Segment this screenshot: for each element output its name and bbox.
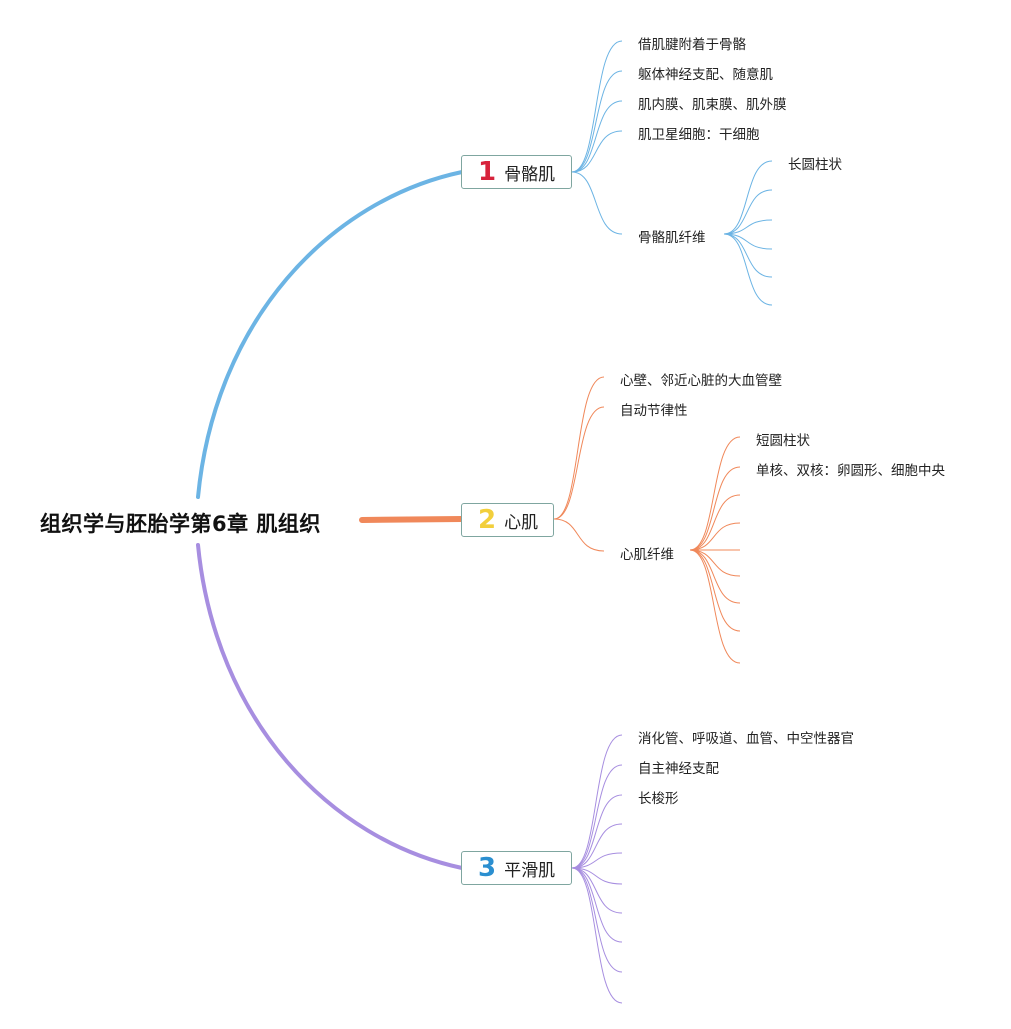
leaf-connector	[571, 867, 623, 943]
branch-label: 平滑肌	[504, 860, 556, 881]
connector-root-to-skeletal	[196, 170, 464, 499]
branch-skeletal-muscle[interactable]: 1 骨骼肌	[461, 155, 572, 189]
leaf-connector	[553, 376, 605, 520]
leaf-connector	[689, 549, 741, 577]
branch-smooth-muscle[interactable]: 3 平滑肌	[461, 851, 572, 885]
leaf-connector	[723, 160, 773, 235]
branch-number: 2	[478, 505, 497, 535]
branch-number: 1	[478, 157, 497, 187]
leaf-connector	[723, 219, 773, 235]
leaf-topic[interactable]: 肌内膜、肌束膜、肌外膜	[638, 97, 787, 113]
leaf-connector	[689, 522, 741, 551]
leaf-connector	[571, 867, 623, 1004]
leaf-topic[interactable]: 短圆柱状	[756, 433, 810, 449]
leaf-topic[interactable]: 长圆柱状	[788, 157, 842, 173]
leaf-connector	[689, 549, 741, 664]
leaf-topic[interactable]: 自主神经支配	[638, 761, 719, 777]
leaf-connector	[689, 494, 741, 551]
leaf-topic[interactable]: 消化管、呼吸道、血管、中空性器官	[638, 731, 854, 747]
branch-label: 心肌	[504, 512, 539, 533]
leaf-connector	[553, 518, 605, 552]
leaf-connector	[723, 189, 773, 235]
leaf-connector	[689, 549, 741, 632]
leaf-topic[interactable]: 自动节律性	[620, 403, 688, 419]
subtopic-label[interactable]: 骨骼肌纤维	[638, 230, 706, 246]
leaf-connector	[571, 130, 623, 173]
branch-label: 骨骼肌	[504, 164, 556, 185]
leaf-connector	[571, 70, 623, 173]
leaf-topic[interactable]: 躯体神经支配、随意肌	[638, 67, 773, 83]
leaf-topic[interactable]: 心壁、邻近心脏的大血管壁	[620, 373, 782, 389]
leaf-connector	[571, 867, 623, 914]
leaf-topic[interactable]: 借肌腱附着于骨骼	[638, 37, 746, 53]
branch-number: 3	[478, 853, 497, 883]
leaf-connector	[689, 436, 741, 551]
leaf-connector	[689, 549, 741, 604]
leaf-connector	[689, 466, 741, 551]
leaf-topic[interactable]: 单核、双核：卵圆形、细胞中央	[756, 463, 945, 479]
central-topic[interactable]: 组织学与胚胎学第6章 肌组织	[40, 512, 321, 536]
subtopic-label[interactable]: 心肌纤维	[620, 547, 674, 563]
leaf-connector	[571, 171, 623, 235]
leaf-connector	[571, 764, 623, 869]
leaf-connector	[571, 40, 623, 173]
leaf-connector	[571, 734, 623, 869]
leaf-connector	[723, 233, 773, 306]
leaf-topic[interactable]: 长梭形	[638, 791, 679, 807]
leaf-connector	[723, 233, 773, 250]
leaf-connector	[571, 823, 623, 869]
leaf-topic[interactable]: 肌卫星细胞：干细胞	[638, 127, 760, 143]
connector-root-to-cardiac	[359, 516, 465, 523]
leaf-connector	[571, 794, 623, 869]
leaf-connector	[571, 100, 623, 173]
branch-cardiac-muscle[interactable]: 2 心肌	[461, 503, 554, 537]
leaf-connector	[723, 233, 773, 278]
leaf-connector	[553, 406, 605, 520]
connector-root-to-smooth	[196, 543, 464, 870]
leaf-connector	[571, 867, 623, 885]
leaf-connector	[571, 852, 623, 869]
